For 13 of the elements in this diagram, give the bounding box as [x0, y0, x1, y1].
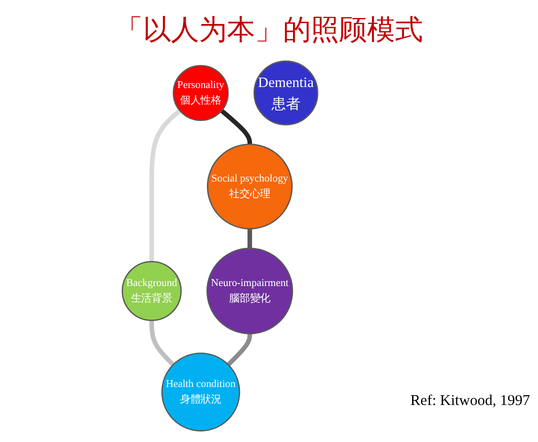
node-circle: Health condition 身體狀況	[161, 352, 240, 432]
connector	[149, 108, 182, 262]
connector	[149, 320, 175, 366]
title: 「以人为本」的照顾模式	[114, 14, 424, 48]
node-circle: Neuro-impairment 腦部變化	[206, 248, 294, 334]
connector	[220, 108, 252, 145]
node-circle: Dementia 患者	[254, 60, 318, 126]
connector	[226, 333, 252, 366]
node-circle: Personality 個人性格	[172, 64, 229, 121]
connector	[248, 228, 252, 249]
node-circle: Social psychology 社交心理	[206, 144, 293, 230]
reference-note: Ref: Kitwood, 1997	[410, 393, 530, 410]
node-circle: Background 生活背景	[122, 260, 182, 322]
